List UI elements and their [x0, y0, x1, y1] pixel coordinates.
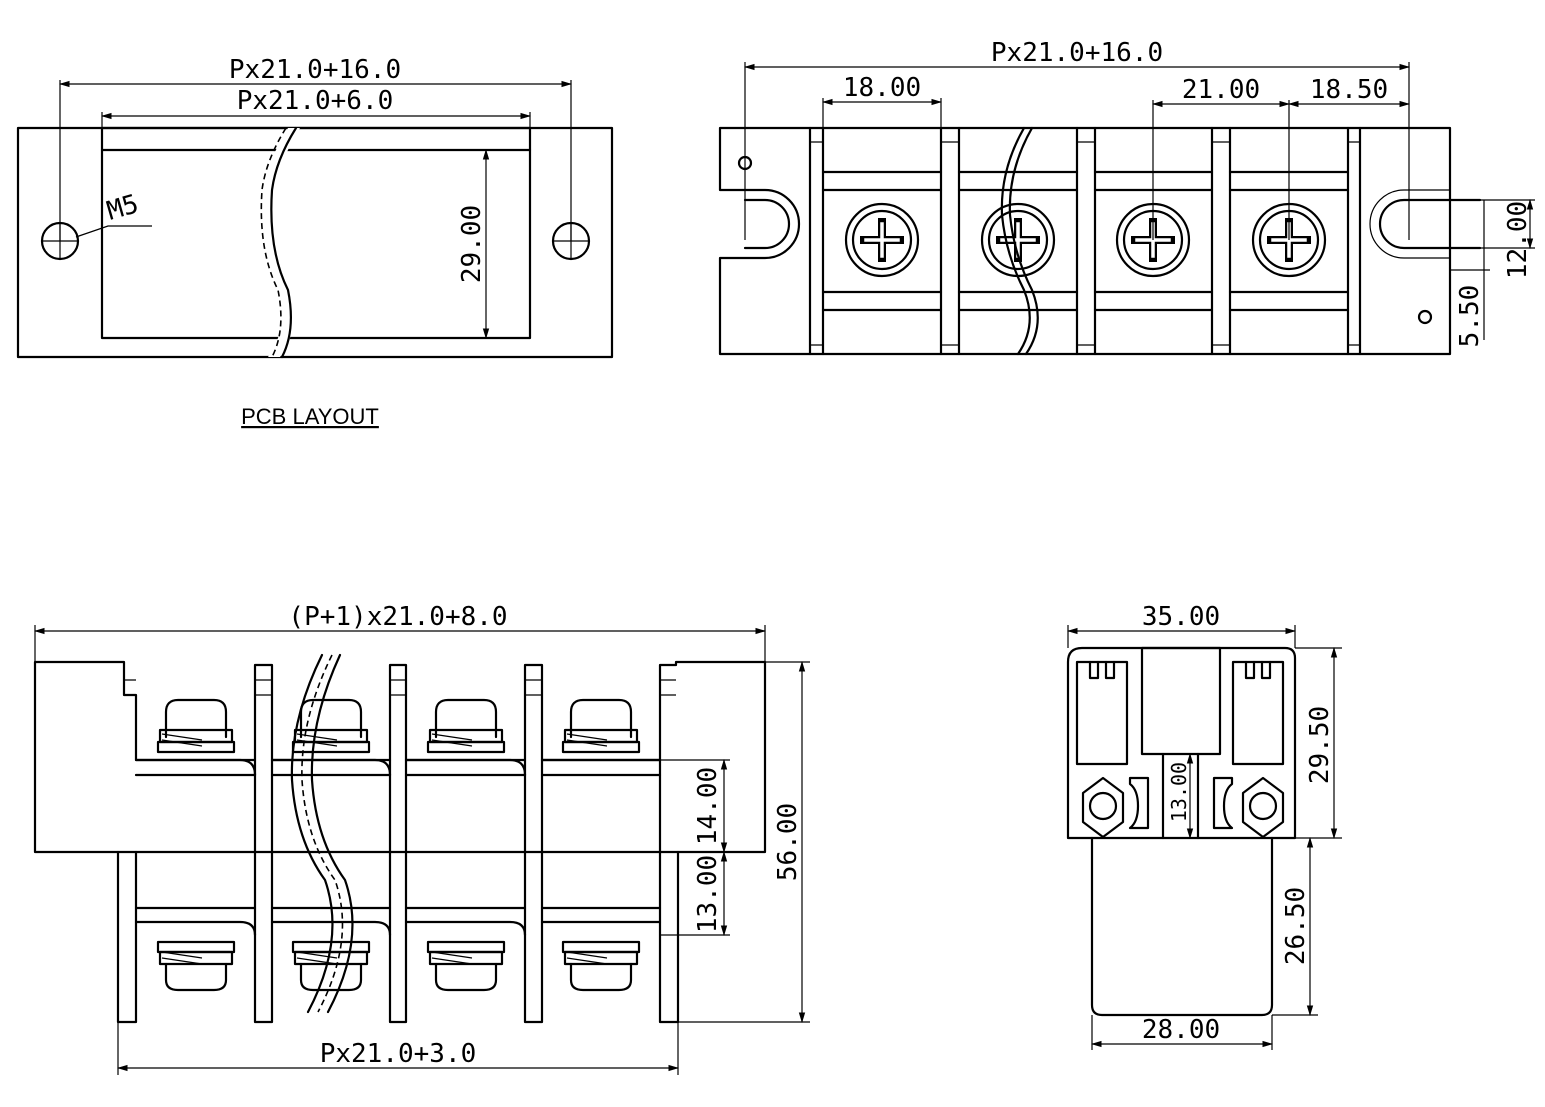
terminal-screw-1 [846, 204, 918, 276]
slot-offset-dimension: 5.50 [1455, 285, 1485, 348]
side-lower-body [1090, 836, 1274, 1017]
side-width-dimension: 35.00 [1142, 602, 1220, 632]
front-view: (P+1)x21.0+8.0 Px21.0+3.0 14.00 13.00 56… [33, 602, 810, 1075]
lower-screw-3 [426, 940, 506, 992]
upper-screw-4 [561, 698, 641, 754]
terminal-screw-2 [982, 204, 1054, 276]
pitch-dimension: 21.00 [1182, 75, 1260, 105]
total-height-dimension: 56.00 [773, 803, 803, 881]
top-view-body [718, 126, 1452, 356]
upper-height-dimension: 14.00 [693, 767, 723, 845]
lower-screw-4 [561, 940, 641, 992]
front-bottom-dimension: Px21.0+3.0 [320, 1039, 477, 1069]
side-lower-height-dimension: 26.50 [1281, 887, 1311, 965]
pcb-layout-view: Px21.0+16.0 Px21.0+6.0 29.00 M5 PCB LAYO… [16, 55, 614, 429]
side-upper-height-dimension: 29.50 [1305, 706, 1335, 784]
top-overall-dimension: Px21.0+16.0 [991, 38, 1163, 68]
side-base-width-dimension: 28.00 [1142, 1015, 1220, 1045]
slot-width-dimension: 12.00 [1503, 201, 1533, 279]
pcb-overall-dimension: Px21.0+16.0 [229, 55, 401, 85]
pcb-inner-dimension: Px21.0+6.0 [237, 86, 394, 116]
top-view: Px21.0+16.0 18.00 21.00 18.50 12.00 5.50 [718, 38, 1535, 356]
lower-height-dimension: 13.00 [693, 855, 723, 933]
upper-screw-3 [426, 698, 506, 754]
right-offset-dimension: 18.50 [1310, 75, 1388, 105]
pcb-outline [16, 126, 614, 359]
left-offset-dimension: 18.00 [843, 73, 921, 103]
hole-size-label: M5 [104, 189, 142, 226]
pcb-layout-title: PCB LAYOUT [241, 404, 379, 429]
front-upper-body [33, 660, 767, 854]
upper-screw-1 [156, 698, 236, 754]
lower-screw-1 [156, 940, 236, 992]
pcb-cutout [100, 126, 532, 340]
front-overall-dimension: (P+1)x21.0+8.0 [288, 602, 507, 632]
pcb-height-dimension: 29.00 [457, 205, 487, 283]
barrier-walls [808, 126, 1362, 356]
side-center-height-dimension: 13.00 [1167, 762, 1191, 822]
side-view: 35.00 29.50 13.00 26.50 28.00 [1066, 602, 1342, 1050]
